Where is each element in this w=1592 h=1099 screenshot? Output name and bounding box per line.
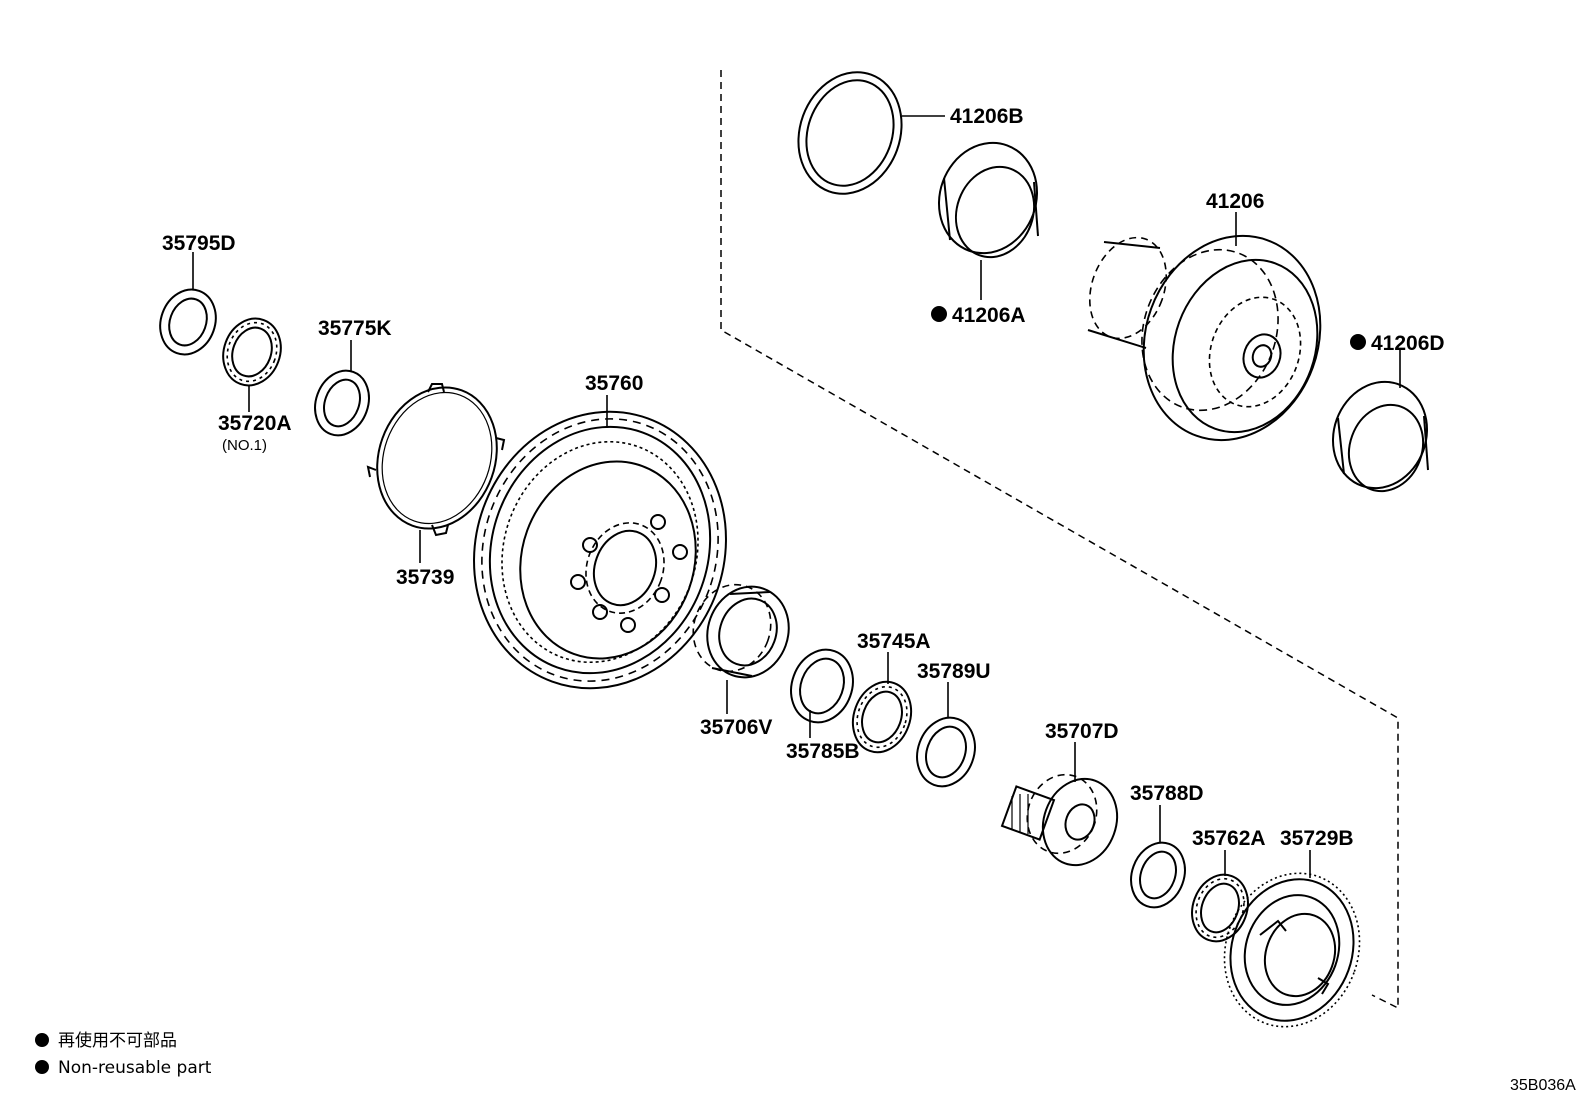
label-41206D[interactable]: 41206D xyxy=(1371,332,1445,355)
legend-bullet-icon xyxy=(35,1060,49,1074)
part-35729B-gear[interactable] xyxy=(1203,854,1380,1046)
label-41206B[interactable]: 41206B xyxy=(950,105,1024,128)
subassembly-boundary xyxy=(720,70,1399,1010)
label-35720A[interactable]: 35720A xyxy=(218,412,292,435)
label-35788D[interactable]: 35788D xyxy=(1130,782,1204,805)
label-35785B[interactable]: 35785B xyxy=(786,740,860,763)
part-35706V-gear[interactable] xyxy=(681,574,801,689)
part-35760-ring-gear[interactable] xyxy=(436,376,765,724)
part-35785B-washer[interactable] xyxy=(781,641,863,731)
label-41206[interactable]: 41206 xyxy=(1206,190,1264,213)
diagram-code: 35B036A xyxy=(1510,1077,1576,1094)
part-35720A-bearing[interactable] xyxy=(214,310,290,393)
legend: 再使用不可部品 Non-reusable part xyxy=(35,1030,212,1078)
part-41206B-race[interactable] xyxy=(782,58,918,209)
label-35720A-sub: (NO.1) xyxy=(222,437,267,454)
label-35795D[interactable]: 35795D xyxy=(162,232,236,255)
part-35775K-washer[interactable] xyxy=(306,363,377,443)
part-41206-shaft-gear[interactable] xyxy=(1076,211,1348,465)
part-41206A-bearing[interactable] xyxy=(924,129,1053,268)
part-35795D-washer[interactable] xyxy=(151,282,224,362)
label-35729B[interactable]: 35729B xyxy=(1280,827,1354,850)
label-41206A[interactable]: 41206A xyxy=(952,304,1026,327)
label-35762A[interactable]: 35762A xyxy=(1192,827,1266,850)
legend-japanese: 再使用不可部品 xyxy=(58,1030,177,1051)
legend-english: Non-reusable part xyxy=(58,1058,212,1078)
label-35789U[interactable]: 35789U xyxy=(917,660,991,683)
label-35739[interactable]: 35739 xyxy=(396,566,454,589)
label-35775K[interactable]: 35775K xyxy=(318,317,392,340)
legend-bullet-icon xyxy=(35,1033,49,1047)
part-35745A-bearing[interactable] xyxy=(843,674,920,761)
non-reusable-marker-41206D xyxy=(1350,334,1366,350)
part-35788D-washer[interactable] xyxy=(1122,835,1193,915)
non-reusable-marker-41206A xyxy=(931,306,947,322)
label-35760[interactable]: 35760 xyxy=(585,372,643,395)
label-35706V[interactable]: 35706V xyxy=(700,716,772,739)
part-labels: 35795D 35720A (NO.1) 35775K 35739 35760 … xyxy=(162,105,1445,850)
part-35707D-gear[interactable] xyxy=(1000,765,1129,876)
label-35707D[interactable]: 35707D xyxy=(1045,720,1119,743)
part-35789U-washer[interactable] xyxy=(908,710,985,795)
part-41206D-bearing[interactable] xyxy=(1318,369,1441,502)
part-35739-snap-ring[interactable] xyxy=(358,371,516,546)
label-35745A[interactable]: 35745A xyxy=(857,630,931,653)
